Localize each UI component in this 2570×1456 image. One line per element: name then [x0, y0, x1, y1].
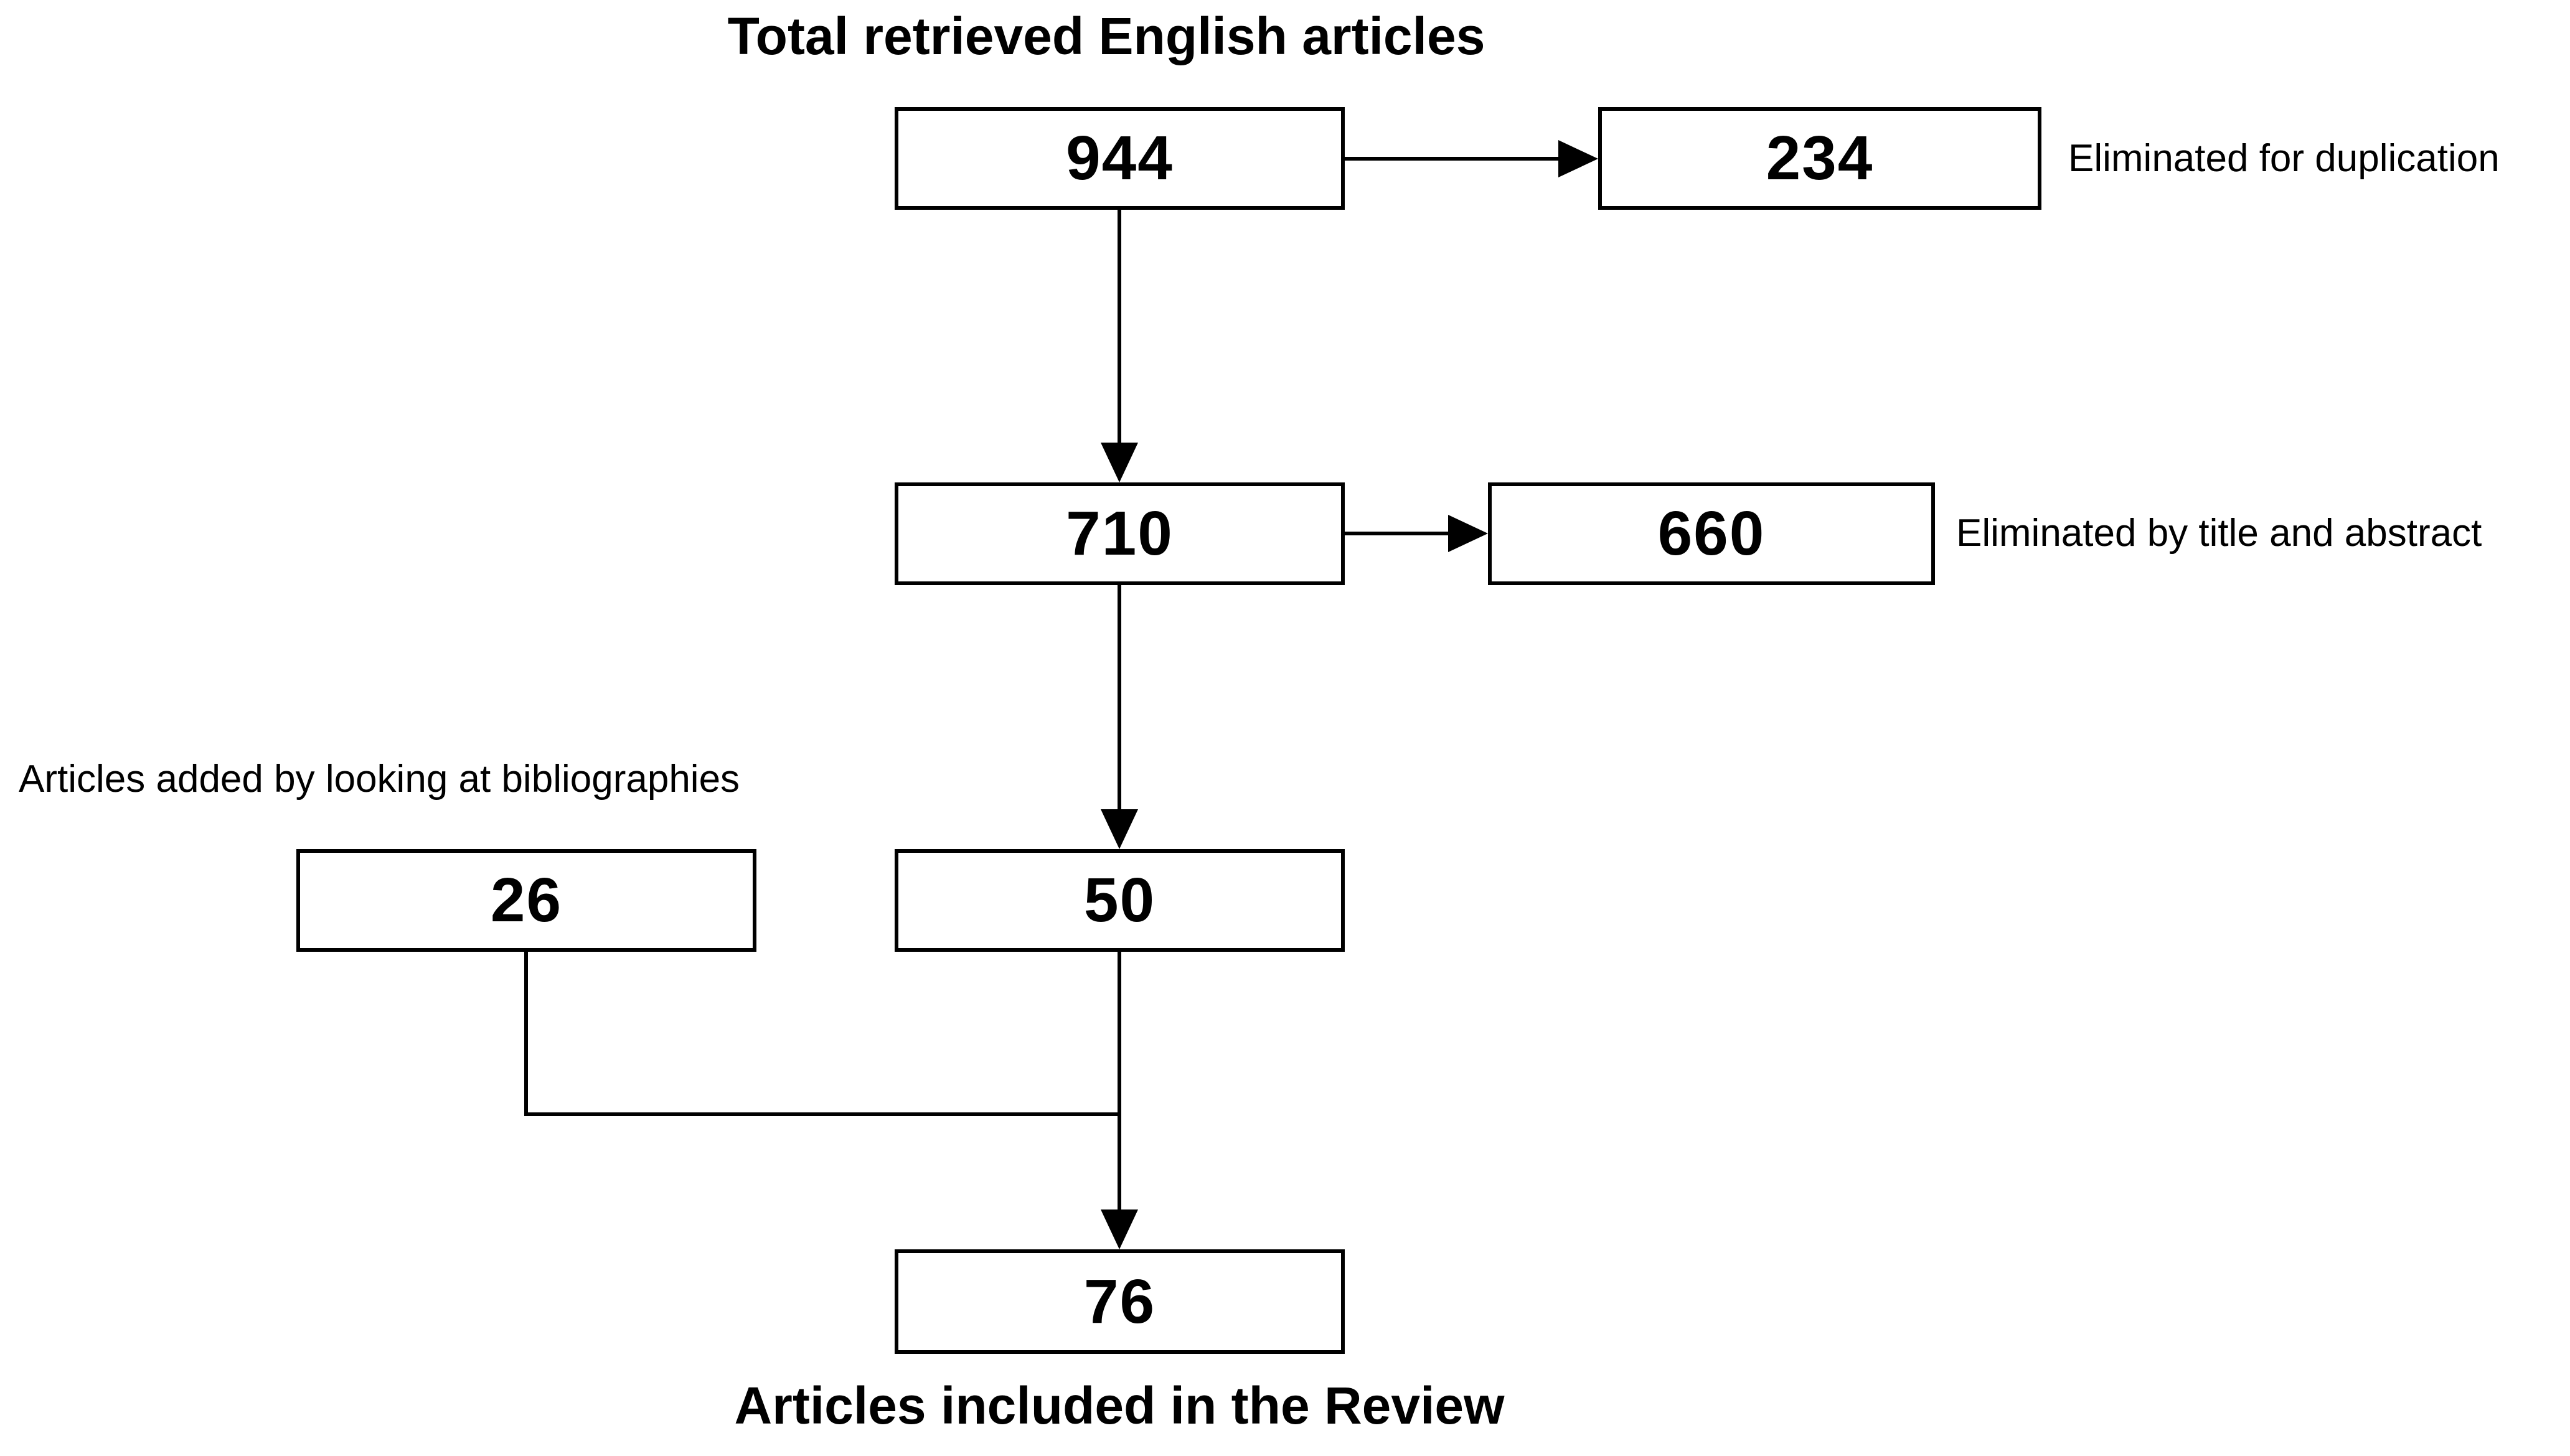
- diagram-title: Total retrieved English articles: [727, 7, 1485, 65]
- node-title-abstract-removed: 660: [1488, 482, 1935, 585]
- total-retrieved-count: 944: [1066, 123, 1174, 193]
- node-duplicates-removed: 234: [1598, 107, 2041, 210]
- label-articles-added-bibliographies: Articles added by looking at bibliograph…: [19, 758, 740, 801]
- duplicates-removed-count: 234: [1766, 123, 1874, 193]
- arrowhead-down: [1101, 1209, 1138, 1249]
- node-full-text-screened: 50: [895, 849, 1345, 952]
- included-count: 76: [1083, 1266, 1156, 1336]
- arrowhead-right: [1558, 140, 1598, 177]
- elbow-connector: [524, 952, 1119, 1116]
- node-included: 76: [895, 1249, 1345, 1354]
- node-total-retrieved: 944: [895, 107, 1345, 210]
- label-eliminated-title-abstract: Eliminated by title and abstract: [1956, 512, 2482, 555]
- arrowhead-right: [1448, 515, 1488, 552]
- bottom-caption: Articles included in the Review: [734, 1376, 1505, 1435]
- node-after-duplicates: 710: [895, 482, 1345, 585]
- title-abstract-removed-count: 660: [1657, 499, 1766, 568]
- node-bibliography-added: 26: [296, 849, 756, 952]
- after-duplicates-count: 710: [1066, 499, 1174, 568]
- label-eliminated-duplication: Eliminated for duplication: [2068, 137, 2500, 180]
- arrowhead-down: [1101, 443, 1138, 482]
- full-text-screened-count: 50: [1083, 865, 1156, 935]
- arrowhead-down: [1101, 809, 1138, 849]
- bibliography-added-count: 26: [490, 865, 563, 935]
